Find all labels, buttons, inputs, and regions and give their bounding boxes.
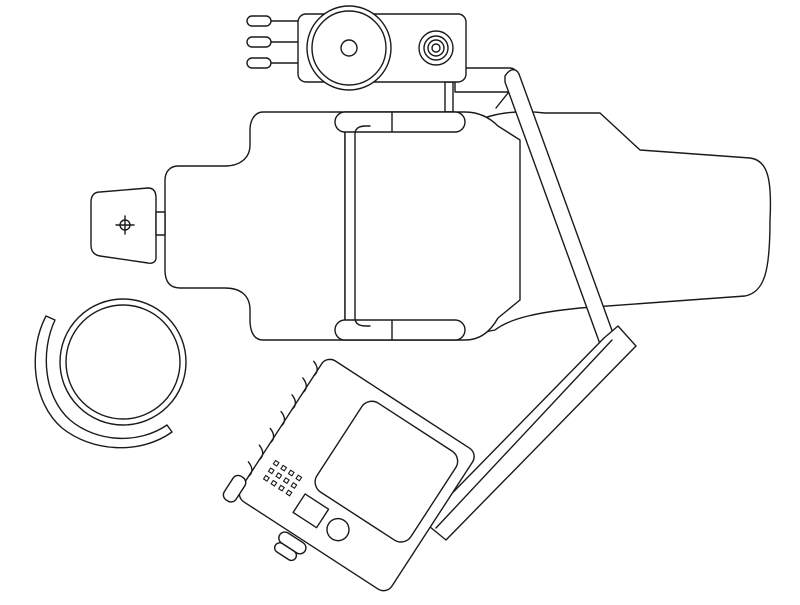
instrument-tray-group [222, 358, 475, 592]
keypad-dot [287, 469, 295, 477]
tray-display [292, 493, 330, 529]
headrest-connector [155, 211, 166, 236]
keypad-dot [275, 472, 283, 480]
tray-instrument-hooks [247, 360, 318, 478]
instrument-hook-icon [258, 444, 264, 461]
tray-arm [423, 325, 637, 541]
keypad-dot [262, 474, 270, 482]
keypad-dot [285, 489, 293, 497]
seat-outline [354, 125, 371, 327]
headrest-crosshair-icon [115, 215, 135, 235]
light-reflector-inner [311, 10, 387, 86]
instrument-hook-icon [302, 377, 307, 394]
tray-arm-line [435, 339, 613, 529]
support-arm-joint [495, 92, 509, 109]
keypad-dot [272, 459, 280, 467]
keypad-dot [290, 481, 298, 490]
light-reflector [306, 5, 392, 91]
armrest-top [334, 111, 466, 133]
keypad-dot [277, 484, 285, 492]
keypad-dot [267, 467, 275, 475]
keypad-dot [280, 464, 288, 472]
tray-knob [326, 517, 350, 542]
keypad-dot [295, 474, 303, 482]
tray-screen [314, 400, 459, 543]
operator-stool-seat [65, 304, 181, 420]
instrument-hook-icon [280, 410, 286, 427]
operator-stool [59, 298, 187, 426]
armrest-bottom [334, 319, 466, 341]
chair-backrest [164, 111, 346, 341]
light-target-icon [418, 30, 454, 66]
instrument-hook-icon [247, 461, 253, 478]
chair-seat [344, 111, 521, 341]
light-bulb-icon [340, 39, 358, 57]
control-keypad [262, 459, 303, 497]
instrument-hooks [246, 15, 299, 69]
tray-handle-bottom-2 [273, 542, 298, 562]
tray-handle-left [222, 474, 247, 503]
keypad-dot [270, 479, 278, 487]
instrument-hook-icon [313, 360, 318, 377]
stool-backrest [34, 315, 173, 449]
light-bracket [444, 81, 454, 113]
instrument-hook-icon [269, 427, 275, 444]
keypad-dot [282, 477, 290, 485]
instrument-hook-icon [291, 394, 297, 410]
